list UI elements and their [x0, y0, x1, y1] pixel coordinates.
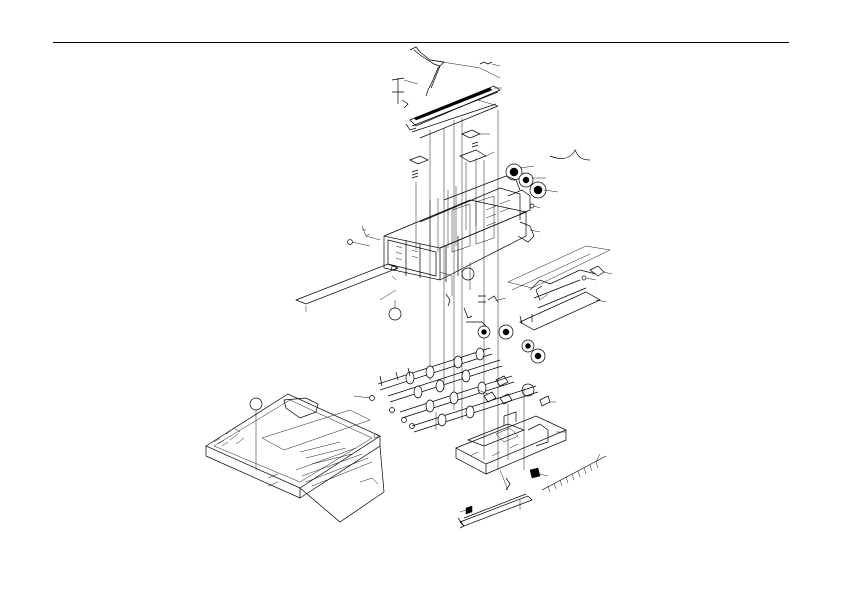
- gear-upper-2: [518, 172, 546, 188]
- lower-parts: [477, 375, 556, 470]
- gear-mid-3: [521, 339, 535, 353]
- roller-washers: [353, 367, 437, 430]
- roller-shaft-1: [377, 347, 493, 391]
- header-rule: [53, 42, 789, 43]
- callout-circle-d: [521, 383, 535, 397]
- roller-shaft-2: [387, 359, 503, 403]
- cis-bar: [405, 85, 502, 139]
- gear-mid-1: [477, 325, 491, 339]
- left-bracket-top: [391, 77, 419, 109]
- screw-upper-right: [529, 203, 541, 209]
- small-spring-top: [479, 61, 501, 67]
- callout-circle-a: [249, 397, 263, 411]
- pressure-spring-right: [459, 129, 495, 230]
- drive-motor: [529, 467, 549, 479]
- document-tray: [205, 393, 385, 523]
- callout-circle-c: [461, 267, 475, 281]
- flat-strip-left: [295, 263, 399, 312]
- screw-lower-left: [459, 505, 473, 515]
- callout-circle-b: [388, 300, 402, 321]
- pressure-spring-left: [409, 155, 429, 250]
- gear-mid-4: [530, 348, 546, 364]
- spring-pins-middle: [445, 293, 507, 327]
- exit-guide-bar: [457, 477, 533, 529]
- flat-cable: [409, 46, 501, 97]
- gear-upper-3: [529, 181, 559, 199]
- gear-mid-2: [498, 324, 514, 340]
- gear-upper-1: [505, 163, 535, 181]
- lower-frame: [455, 411, 567, 475]
- lamp-cable: [549, 149, 591, 161]
- separation-pad: [541, 453, 607, 493]
- paper-guide-rails: [507, 245, 613, 331]
- roller-shaft-4: [411, 385, 539, 433]
